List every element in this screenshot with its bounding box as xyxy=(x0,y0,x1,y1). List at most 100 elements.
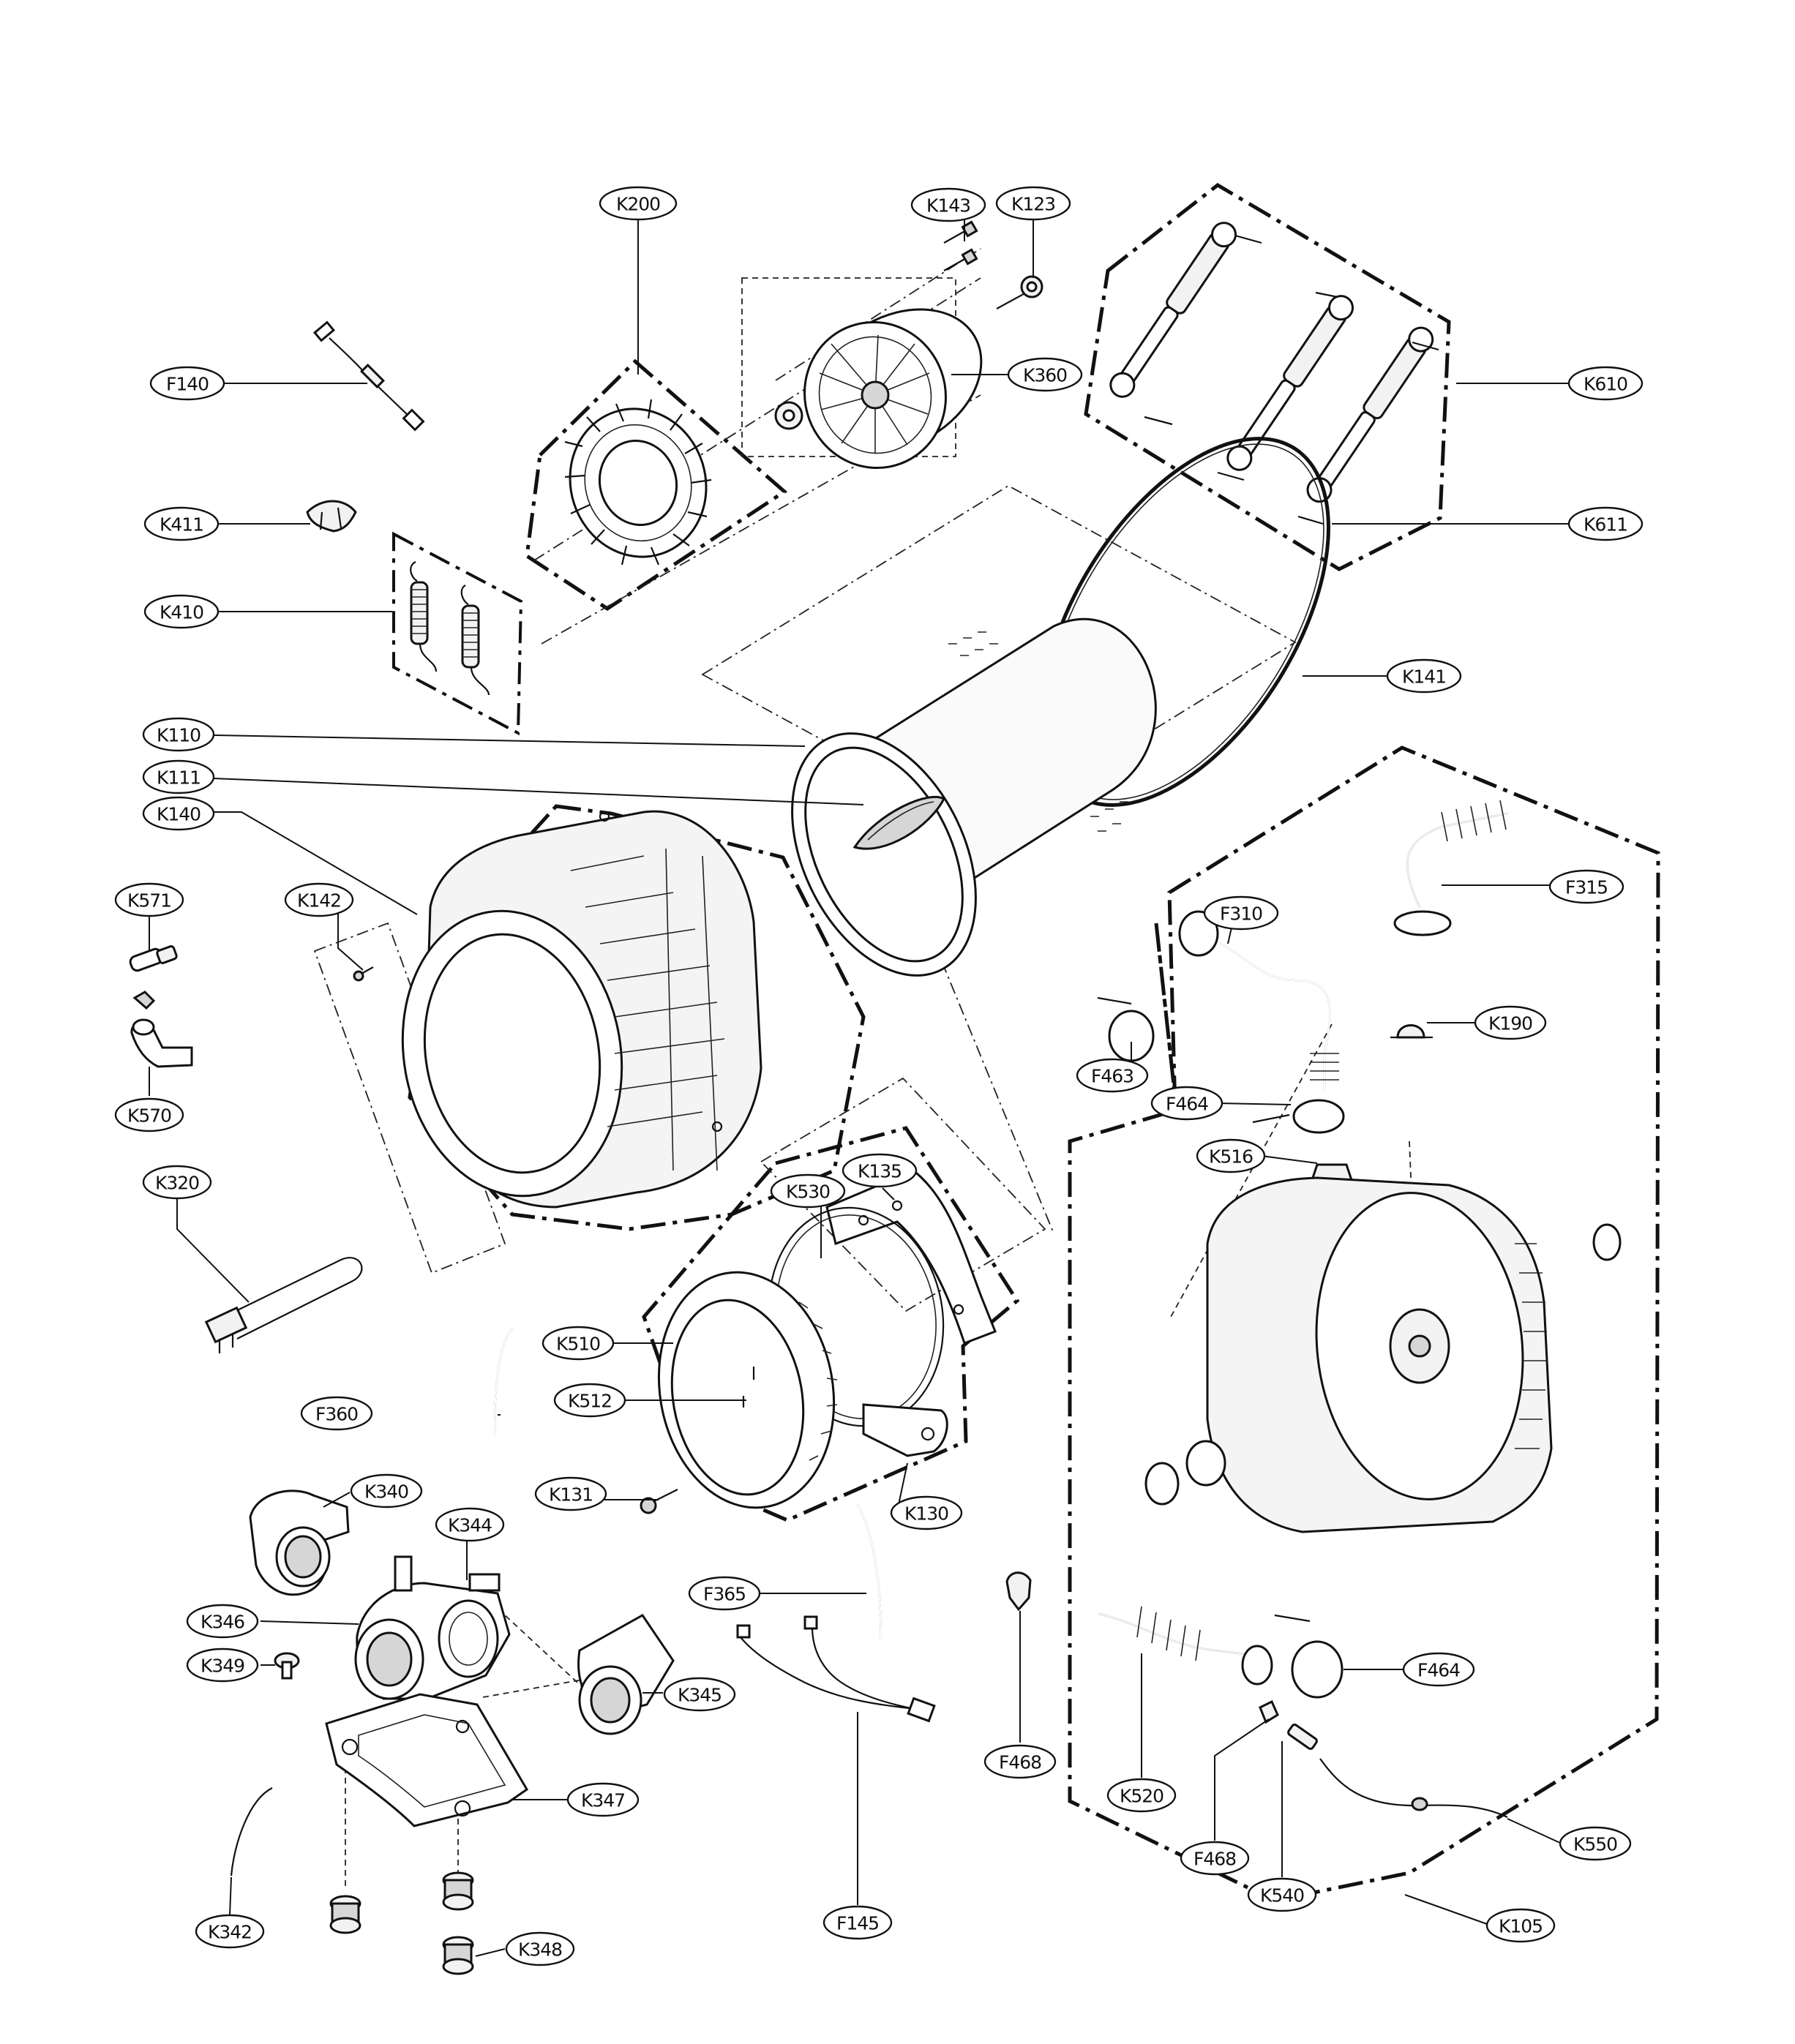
label-f360: F360 xyxy=(315,1404,358,1425)
callout-k123: K123 xyxy=(995,186,1071,221)
f464-clamp-lower xyxy=(1274,1614,1344,1699)
callout-k347: K347 xyxy=(566,1782,640,1817)
callout-k342: K342 xyxy=(195,1914,265,1949)
label-k135: K135 xyxy=(858,1161,902,1182)
label-k111: K111 xyxy=(157,767,201,789)
callout-f463: F463 xyxy=(1076,1058,1149,1093)
callout-f464-lower: F464 xyxy=(1402,1652,1475,1687)
label-k142: K142 xyxy=(297,890,341,912)
k345-pump-motor xyxy=(577,1614,675,1735)
f468-clamp-left xyxy=(1005,1571,1032,1612)
callout-k348: K348 xyxy=(505,1931,575,1966)
callout-k610: K610 xyxy=(1567,366,1644,401)
k520-hose xyxy=(1098,1606,1273,1686)
callout-k571: K571 xyxy=(114,882,184,917)
label-f464-upper: F464 xyxy=(1166,1094,1208,1115)
f140-wire-harness xyxy=(312,320,425,432)
k340-pump-cover xyxy=(249,1489,350,1596)
k349-screw xyxy=(274,1652,300,1680)
label-k346: K346 xyxy=(201,1612,244,1633)
label-k530: K530 xyxy=(786,1181,830,1203)
k540-sensor xyxy=(1287,1724,1318,1750)
callout-f365: F365 xyxy=(688,1576,761,1611)
callout-k130: K130 xyxy=(890,1495,963,1530)
label-k344: K344 xyxy=(448,1515,492,1536)
callout-k530: K530 xyxy=(770,1173,846,1209)
group-outline-k105 xyxy=(1068,745,1660,1903)
label-f464-lower: F464 xyxy=(1417,1660,1460,1681)
callout-f145: F145 xyxy=(822,1905,893,1940)
label-k190: K190 xyxy=(1488,1013,1532,1034)
f468-clamp-right xyxy=(1259,1699,1279,1724)
callout-f315: F315 xyxy=(1548,869,1625,904)
callout-k611: K611 xyxy=(1567,506,1644,541)
label-k360: K360 xyxy=(1023,365,1067,386)
label-k411: K411 xyxy=(160,514,203,536)
label-k141: K141 xyxy=(1402,666,1446,688)
label-k130: K130 xyxy=(904,1503,948,1525)
label-k348: K348 xyxy=(518,1939,562,1961)
callout-k200: K200 xyxy=(599,186,678,221)
callout-k360: K360 xyxy=(1007,357,1083,392)
callout-f360: F360 xyxy=(300,1396,373,1431)
callout-k105: K105 xyxy=(1485,1908,1556,1943)
callout-k190: K190 xyxy=(1474,1005,1547,1040)
label-k200: K200 xyxy=(616,194,660,215)
label-f315: F315 xyxy=(1565,877,1608,898)
k571-nozzle xyxy=(129,945,178,972)
callout-k512: K512 xyxy=(553,1383,626,1418)
callout-k410: K410 xyxy=(143,594,220,629)
k140-tub-front xyxy=(401,810,762,1209)
callout-k411: K411 xyxy=(143,506,220,541)
callout-k344: K344 xyxy=(435,1507,505,1542)
label-k516: K516 xyxy=(1209,1146,1253,1168)
label-k131: K131 xyxy=(549,1484,593,1506)
k570-elbow xyxy=(130,1018,193,1068)
callout-k516: K516 xyxy=(1196,1138,1266,1173)
k105-tub-rear xyxy=(1144,1176,1622,1533)
k143-bolts xyxy=(943,220,978,271)
label-f145: F145 xyxy=(836,1913,879,1934)
k142-screw xyxy=(353,966,374,982)
k190-cap xyxy=(1390,1024,1433,1039)
label-f463: F463 xyxy=(1091,1066,1133,1087)
label-k143: K143 xyxy=(926,195,970,217)
callout-k141: K141 xyxy=(1386,658,1462,694)
label-k512: K512 xyxy=(568,1391,612,1412)
k346-pump xyxy=(354,1555,511,1700)
callout-k135: K135 xyxy=(842,1153,918,1188)
label-k510: K510 xyxy=(556,1334,600,1355)
callout-k550: K550 xyxy=(1559,1826,1632,1861)
label-k140: K140 xyxy=(157,804,201,825)
group-outline-k200 xyxy=(525,358,788,611)
callout-f468-left: F468 xyxy=(983,1744,1057,1779)
callout-k570: K570 xyxy=(114,1097,184,1132)
callout-k142: K142 xyxy=(284,882,354,917)
callout-f468-right: F468 xyxy=(1180,1841,1250,1876)
label-f365: F365 xyxy=(703,1584,746,1605)
k411-clip xyxy=(306,500,357,533)
callout-k510: K510 xyxy=(542,1326,615,1361)
callout-f464-upper: F464 xyxy=(1150,1086,1223,1121)
k123-bolt xyxy=(996,275,1043,309)
k111-lifter xyxy=(852,795,945,850)
callout-k140: K140 xyxy=(142,796,215,831)
label-k342: K342 xyxy=(208,1922,252,1943)
k347-base-plate xyxy=(325,1693,528,1827)
callout-k340: K340 xyxy=(350,1473,423,1508)
group-outline-k410 xyxy=(392,531,523,736)
k131-screw xyxy=(640,1489,678,1514)
label-k123: K123 xyxy=(1011,194,1055,215)
k360-pulley xyxy=(774,308,983,470)
label-k340: K340 xyxy=(364,1481,408,1503)
callout-k320: K320 xyxy=(142,1165,212,1200)
k571-clip xyxy=(132,991,156,1010)
f310-hose xyxy=(1178,910,1339,1091)
callout-k110: K110 xyxy=(142,717,215,752)
label-k610: K610 xyxy=(1584,374,1627,395)
label-k571: K571 xyxy=(127,890,171,912)
callout-k540: K540 xyxy=(1247,1877,1317,1912)
callout-k520: K520 xyxy=(1106,1778,1177,1813)
label-k110: K110 xyxy=(157,725,201,746)
